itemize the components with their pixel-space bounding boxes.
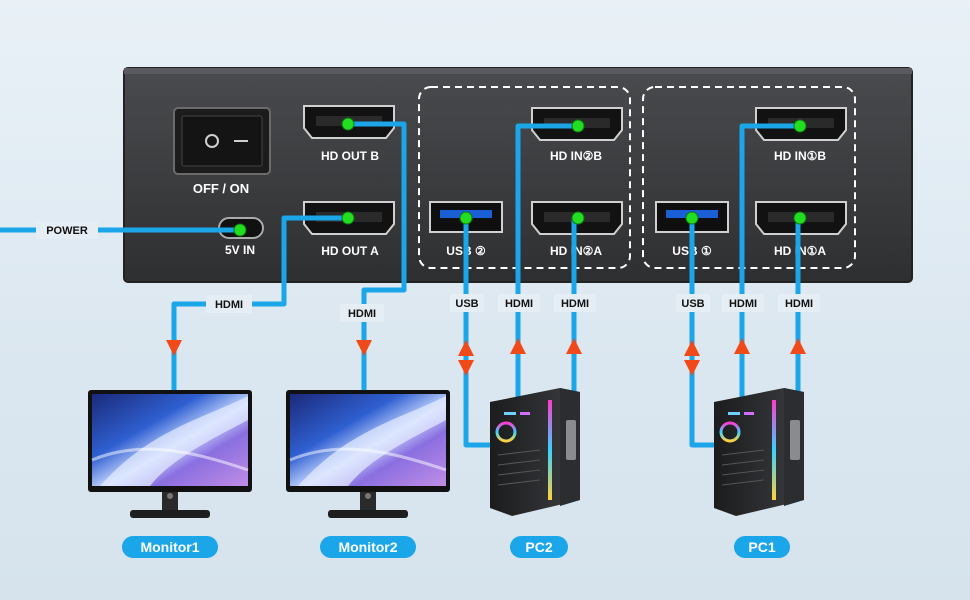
arrow-down-icon <box>166 340 182 356</box>
usb-cable-pc1 <box>689 215 719 448</box>
port-label-hd-out-a: HD OUT A <box>321 244 379 258</box>
pc2-label: PC2 <box>510 536 568 558</box>
port-label-hd-in-2b: HD IN②B <box>550 149 602 163</box>
arrow-down-icon <box>356 340 372 356</box>
arrow-up-icon <box>458 340 474 356</box>
monitor1-label: Monitor1 <box>122 536 218 558</box>
cable-label-hdmi: HDMI <box>561 298 589 310</box>
arrow-down-icon <box>684 360 700 376</box>
arrow-down-icon <box>458 360 474 376</box>
connector-dot <box>233 223 247 237</box>
cable-label-hdmi: HDMI <box>785 298 813 310</box>
arrow-up-icon <box>566 338 582 354</box>
connector-dot <box>341 117 355 131</box>
monitor2-label: Monitor2 <box>320 536 416 558</box>
pc2-port-group <box>418 86 631 269</box>
port-label-hd-out-b: HD OUT B <box>321 149 379 163</box>
pc2-icon <box>490 388 580 516</box>
switch-label: OFF / ON <box>193 181 249 196</box>
power-port-label: 5V IN <box>225 243 255 257</box>
connector-dot <box>793 211 807 225</box>
connector-dot <box>459 211 473 225</box>
cable-label-power: POWER <box>46 225 88 237</box>
connector-dot <box>571 119 585 133</box>
pc1-label: PC1 <box>734 536 790 558</box>
connector-dot <box>571 211 585 225</box>
arrow-up-icon <box>684 340 700 356</box>
cable-label-hdmi: HDMI <box>348 308 376 320</box>
arrow-up-icon <box>734 338 750 354</box>
hdmi-cable-monitor1 <box>171 215 351 395</box>
cable-label-usb: USB <box>681 298 704 310</box>
cable-label-hdmi: HDMI <box>505 298 533 310</box>
hdmi-cable-monitor2 <box>345 121 407 395</box>
cable-label-hdmi: HDMI <box>729 298 757 310</box>
power-switch[interactable] <box>173 107 271 175</box>
monitor1-icon <box>88 390 252 518</box>
connector-dot <box>793 119 807 133</box>
connector-dot <box>341 211 355 225</box>
monitor2-icon <box>286 390 450 518</box>
cable-label-usb: USB <box>455 298 478 310</box>
cable-label-hdmi: HDMI <box>215 299 243 311</box>
arrow-up-icon <box>510 338 526 354</box>
connector-dot <box>685 211 699 225</box>
pc1-icon <box>714 388 804 516</box>
usb-cable-pc2 <box>463 215 497 448</box>
arrow-up-icon <box>790 338 806 354</box>
port-label-hd-in-1b: HD IN①B <box>774 149 826 163</box>
